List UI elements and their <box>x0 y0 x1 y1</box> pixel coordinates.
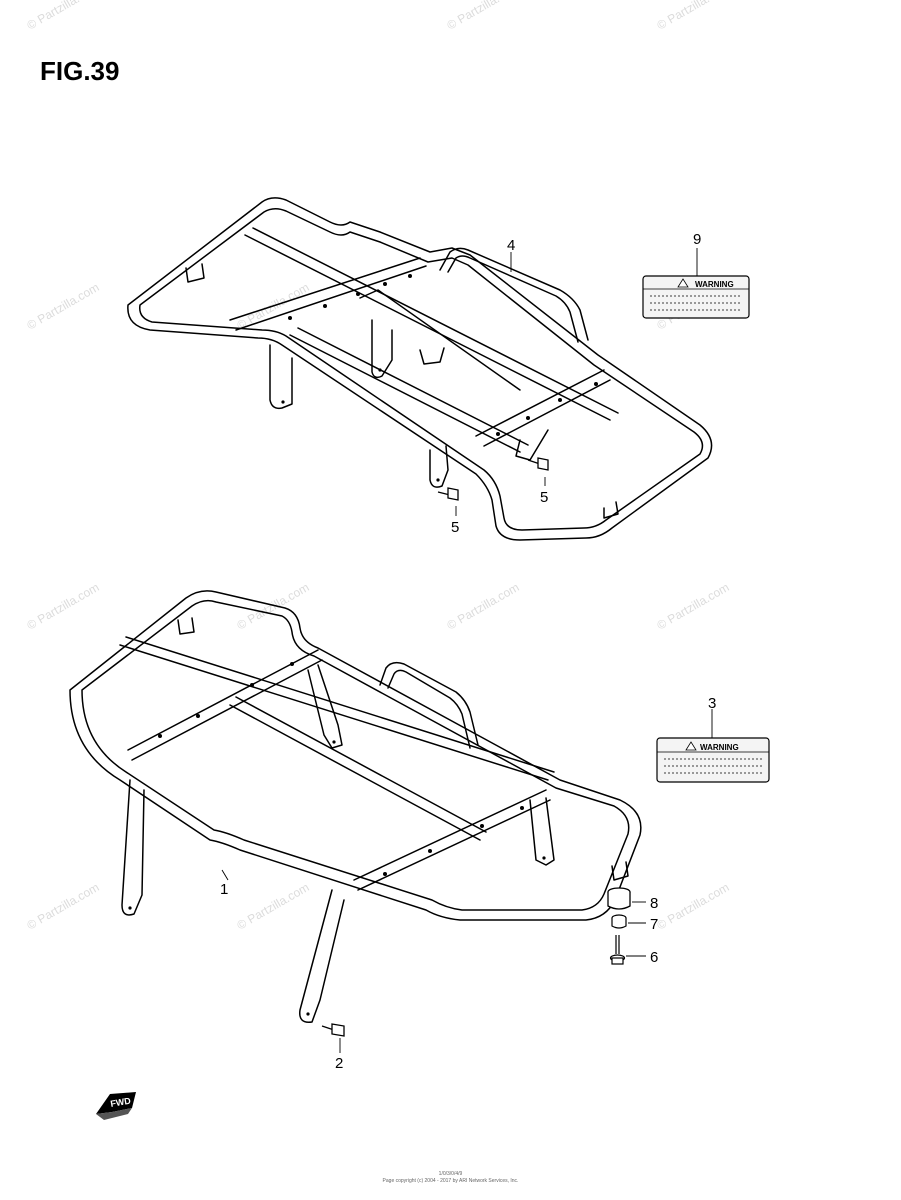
warning-text-bottom: WARNING <box>700 743 739 752</box>
watermark: © Partzilla.com <box>655 580 732 633</box>
warning-label-3: WARNING <box>656 737 770 783</box>
callout-5b: 5 <box>540 489 548 506</box>
bolt-6 <box>609 935 626 965</box>
callout-9: 9 <box>693 231 701 248</box>
leader-lines <box>221 248 713 1053</box>
watermark: © Partzilla.com <box>25 880 102 933</box>
cushion-8 <box>607 887 631 910</box>
figure-title: FIG.39 <box>40 56 120 86</box>
callout-4: 4 <box>507 237 515 254</box>
bolt-2 <box>321 1023 345 1037</box>
footer-copyright: Page copyright (c) 2004 - 2017 by ARI Ne… <box>382 1178 519 1184</box>
footer-code: 1/0/3/0/4/9 <box>438 1171 463 1177</box>
watermark: © Partzilla.com <box>25 280 102 333</box>
watermark: © Partzilla.com <box>655 880 732 933</box>
bolt-5b <box>527 457 549 471</box>
watermark-layer: © Partzilla.com © Partzilla.com © Partzi… <box>25 0 732 933</box>
watermark: © Partzilla.com <box>655 0 732 33</box>
collar-7 <box>611 914 627 929</box>
callout-1: 1 <box>220 881 228 898</box>
watermark: © Partzilla.com <box>235 880 312 933</box>
fwd-text: FWD <box>110 1095 132 1108</box>
bottom-rack <box>69 590 642 1023</box>
callout-8: 8 <box>650 895 658 912</box>
callout-7: 7 <box>650 916 658 933</box>
warning-text-top: WARNING <box>695 280 734 289</box>
callout-6: 6 <box>650 949 658 966</box>
fwd-arrow-icon: FWD <box>96 1092 136 1120</box>
bolt-5a <box>437 487 459 501</box>
callout-2: 2 <box>335 1055 343 1072</box>
watermark: © Partzilla.com <box>25 0 102 33</box>
callout-3: 3 <box>708 695 716 712</box>
warning-label-9: WARNING <box>642 275 750 319</box>
watermark: © Partzilla.com <box>445 0 522 33</box>
callout-5a: 5 <box>451 519 459 536</box>
watermark: © Partzilla.com <box>445 580 522 633</box>
watermark: © Partzilla.com <box>25 580 102 633</box>
top-rack <box>127 197 713 541</box>
